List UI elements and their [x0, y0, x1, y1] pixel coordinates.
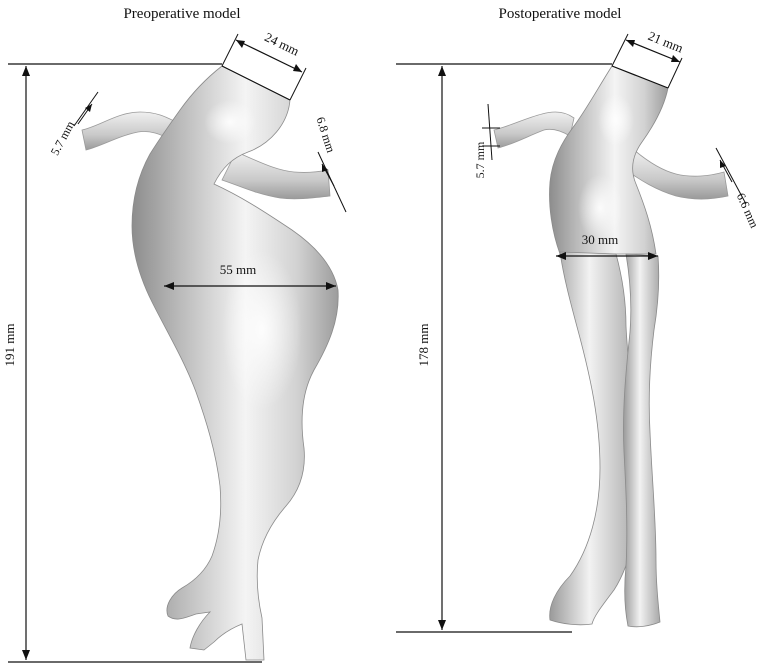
postoperative-model: Postoperative model 178 mm 21 mm 5.7 mm	[396, 6, 762, 633]
post-height-label: 178 mm	[416, 324, 431, 367]
post-right-ext	[715, 147, 747, 205]
post-height-arrowhead-top	[438, 66, 446, 76]
post-right-branch	[625, 149, 729, 200]
pre-right-arrowhead	[322, 164, 328, 172]
preoperative-model: Preoperative model 191 mm 24 mm 5.7 mm	[2, 6, 347, 663]
pre-height-arrowhead-bottom	[22, 650, 30, 660]
post-body-arrowhead-a	[556, 252, 566, 260]
pre-aorta-highlight	[222, 250, 302, 410]
post-left-ext	[487, 103, 493, 161]
pre-left-branch-label: 5.7 mm	[48, 118, 78, 158]
pre-proximal-label: 24 mm	[262, 29, 301, 58]
post-left-branch-label: 5.7 mm	[473, 141, 487, 178]
postoperative-title: Postoperative model	[499, 6, 622, 22]
pre-proximal-arrowhead-a	[236, 40, 245, 48]
pre-proximal-arrowhead-b	[293, 64, 302, 72]
post-right-branch-label: 6.6 mm	[734, 191, 762, 231]
pre-proximal-arrow	[235, 39, 303, 73]
pre-proximal-edge	[221, 65, 291, 101]
pre-right-branch	[221, 151, 331, 200]
post-proximal-ext-right	[667, 57, 683, 89]
post-neck-highlight	[598, 94, 634, 146]
post-body-arrowhead-b	[648, 252, 658, 260]
post-proximal-edge	[611, 65, 669, 89]
pre-left-ext	[73, 91, 99, 127]
post-proximal-ext-left	[611, 33, 629, 67]
post-left-branch	[493, 111, 575, 149]
pre-aneurysm-arrowhead-a	[164, 282, 174, 290]
post-proximal-label: 21 mm	[646, 28, 685, 56]
pre-right-branch-label: 6.8 mm	[313, 115, 338, 155]
pre-height-label: 191 mm	[2, 324, 17, 367]
pre-left-arrowhead	[85, 104, 92, 112]
post-right-arrowhead	[720, 160, 726, 168]
pre-proximal-ext-right	[289, 67, 307, 101]
pre-aneurysm-arrowhead-b	[326, 282, 336, 290]
post-body-highlight	[578, 174, 622, 242]
pre-proximal-ext-left	[221, 33, 239, 67]
pre-height-arrowhead-top	[22, 66, 30, 76]
post-height-arrowhead-bottom	[438, 620, 446, 630]
post-proximal-arrowhead-b	[671, 55, 680, 62]
preoperative-title: Preoperative model	[123, 6, 240, 22]
pre-neck-highlight	[204, 100, 256, 144]
pre-aneurysm-label: 55 mm	[220, 262, 256, 277]
post-right-limb	[623, 253, 661, 628]
post-proximal-arrowhead-a	[626, 40, 635, 47]
post-body-label: 30 mm	[582, 232, 618, 247]
post-proximal-arrow	[625, 39, 681, 63]
